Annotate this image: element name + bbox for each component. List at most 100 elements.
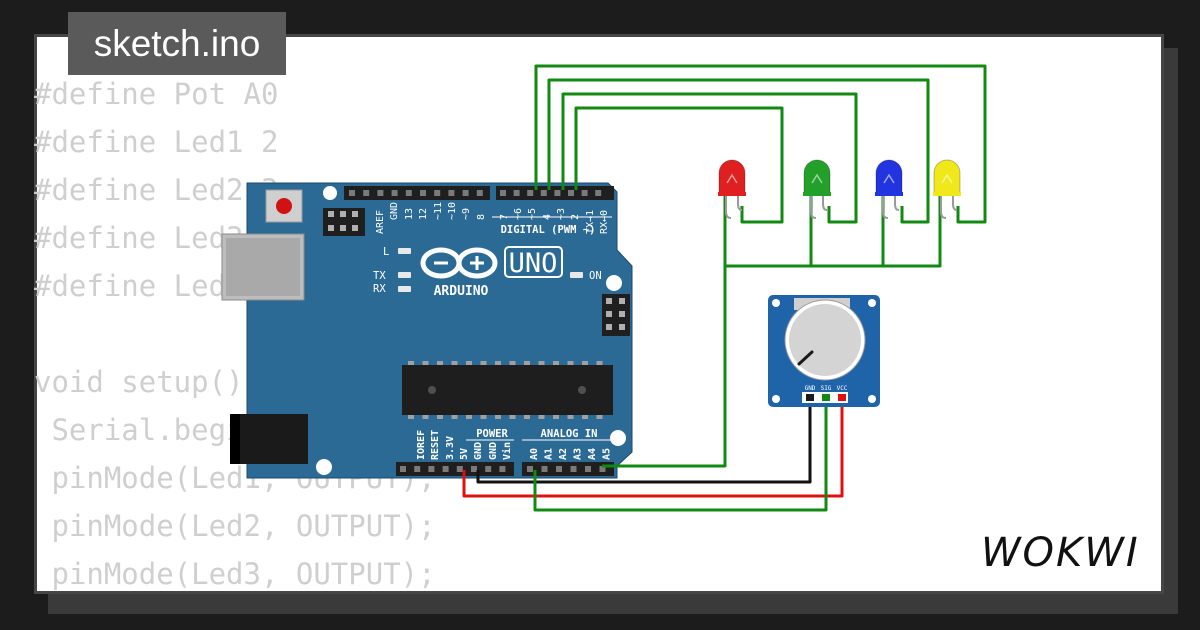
led-leg xyxy=(940,194,947,219)
header-pin[interactable] xyxy=(434,190,441,196)
chip-leg xyxy=(437,415,443,419)
led-leg xyxy=(737,194,743,211)
led-body xyxy=(803,159,831,195)
header-pin[interactable] xyxy=(585,466,591,472)
led-4[interactable] xyxy=(933,159,961,219)
header-pin[interactable] xyxy=(462,190,469,196)
led-rim xyxy=(933,192,961,196)
header-pin[interactable] xyxy=(428,466,435,472)
wire-led4[interactable] xyxy=(534,64,987,224)
arduino-logo-icon xyxy=(420,247,498,279)
header-pin[interactable] xyxy=(581,190,588,196)
power-pin-label: 5V xyxy=(459,448,470,460)
led-leg xyxy=(952,194,958,211)
header-pin[interactable] xyxy=(527,190,534,196)
header-pin[interactable] xyxy=(442,466,449,472)
header-pin[interactable] xyxy=(499,466,506,472)
power-pin-label: GND xyxy=(473,442,484,460)
header-pin[interactable] xyxy=(400,466,406,472)
led-on xyxy=(570,272,583,278)
header-pin[interactable] xyxy=(471,466,477,472)
led-highlight xyxy=(811,173,823,184)
sketch-filename-tab[interactable]: sketch.ino xyxy=(68,12,286,75)
header-pin[interactable] xyxy=(448,190,455,196)
led-2[interactable] xyxy=(803,159,831,219)
header-pin[interactable] xyxy=(513,190,520,196)
header-pin[interactable] xyxy=(456,466,463,472)
led-tx-label: TX xyxy=(373,270,386,282)
code-line: #define Pot A0 xyxy=(34,77,279,111)
digital-pin-label: TX→1 xyxy=(585,210,596,234)
wire-pot-gnd[interactable] xyxy=(476,396,812,484)
chip-leg xyxy=(480,361,487,365)
header-pin[interactable] xyxy=(391,190,398,196)
wire-led-gnd[interactable] xyxy=(602,196,727,468)
wokwi-logo-text: WOKWI xyxy=(981,530,1140,576)
chip-leg xyxy=(466,361,472,365)
icsp-header xyxy=(323,208,365,236)
led-highlight xyxy=(941,173,953,184)
chip-leg xyxy=(524,361,530,365)
header-pin[interactable] xyxy=(485,466,492,472)
analog-pin-label: A1 xyxy=(544,448,555,460)
header-pin[interactable] xyxy=(527,466,533,472)
digital-pin-label: RX←0 xyxy=(599,210,610,234)
wire-led3[interactable] xyxy=(547,78,930,224)
pot-pin-label: SIG xyxy=(821,385,832,392)
wire-led2[interactable] xyxy=(561,92,858,224)
header-pin[interactable] xyxy=(363,190,370,196)
power-pin-label: IOREF xyxy=(416,430,427,460)
digital-pin-label: 12 xyxy=(418,208,429,220)
wire-pot-sig[interactable] xyxy=(533,396,828,512)
chip-leg xyxy=(451,415,458,419)
wire-led1[interactable] xyxy=(574,106,784,224)
analog-pin-label: A5 xyxy=(602,448,613,460)
chip-leg xyxy=(466,415,472,419)
header-pin[interactable] xyxy=(554,190,561,196)
header-pin[interactable] xyxy=(570,466,577,472)
header-pin[interactable] xyxy=(420,190,426,196)
chip-leg xyxy=(553,361,559,365)
wire-pot-vcc[interactable] xyxy=(462,396,844,498)
header-pin[interactable] xyxy=(568,190,574,196)
header-pin[interactable] xyxy=(377,190,384,196)
led-rim xyxy=(718,192,746,196)
led-l xyxy=(398,248,411,254)
chip-leg xyxy=(553,415,559,419)
icsp-header-2 xyxy=(602,294,630,336)
power-label: POWER xyxy=(476,428,508,440)
reset-button[interactable] xyxy=(265,189,303,223)
chip-leg xyxy=(495,361,501,365)
chip-leg xyxy=(437,361,443,365)
chip-leg xyxy=(582,415,588,419)
header-pin[interactable] xyxy=(595,190,602,196)
led-leg xyxy=(882,194,889,219)
code-line: pinMode(Led3, OUTPUT); xyxy=(34,557,436,591)
chip-leg xyxy=(596,415,603,419)
potentiometer-module[interactable]: GND SIG VCC xyxy=(768,295,880,407)
header-pin[interactable] xyxy=(500,190,506,196)
header-pin[interactable] xyxy=(556,466,562,472)
board-brand: ARDUINO xyxy=(434,284,489,299)
code-line: void setup() { xyxy=(34,365,279,399)
led-tx xyxy=(398,272,411,278)
knob-indicator xyxy=(797,350,814,366)
digital-pin-label: ~10 xyxy=(447,202,458,220)
code-preview: #define Pot A0#define Led1 2#define Led2… xyxy=(34,70,436,598)
header-pin[interactable] xyxy=(599,466,606,472)
header-pin[interactable] xyxy=(476,190,483,196)
analog-label: ANALOG IN xyxy=(541,428,598,440)
code-line: #define Led1 2 xyxy=(34,125,279,159)
led-3[interactable] xyxy=(875,159,903,219)
header-pin[interactable] xyxy=(405,190,412,196)
header-pin[interactable] xyxy=(349,190,355,196)
digital-label: DIGITAL (PWM ~) xyxy=(501,224,596,236)
led-leg xyxy=(725,194,732,219)
header-pin[interactable] xyxy=(414,466,421,472)
board-model: UNO xyxy=(509,248,558,279)
chip-leg xyxy=(524,415,530,419)
header-pin[interactable] xyxy=(541,466,548,472)
led-1[interactable] xyxy=(718,159,746,219)
header-pin[interactable] xyxy=(540,190,547,196)
